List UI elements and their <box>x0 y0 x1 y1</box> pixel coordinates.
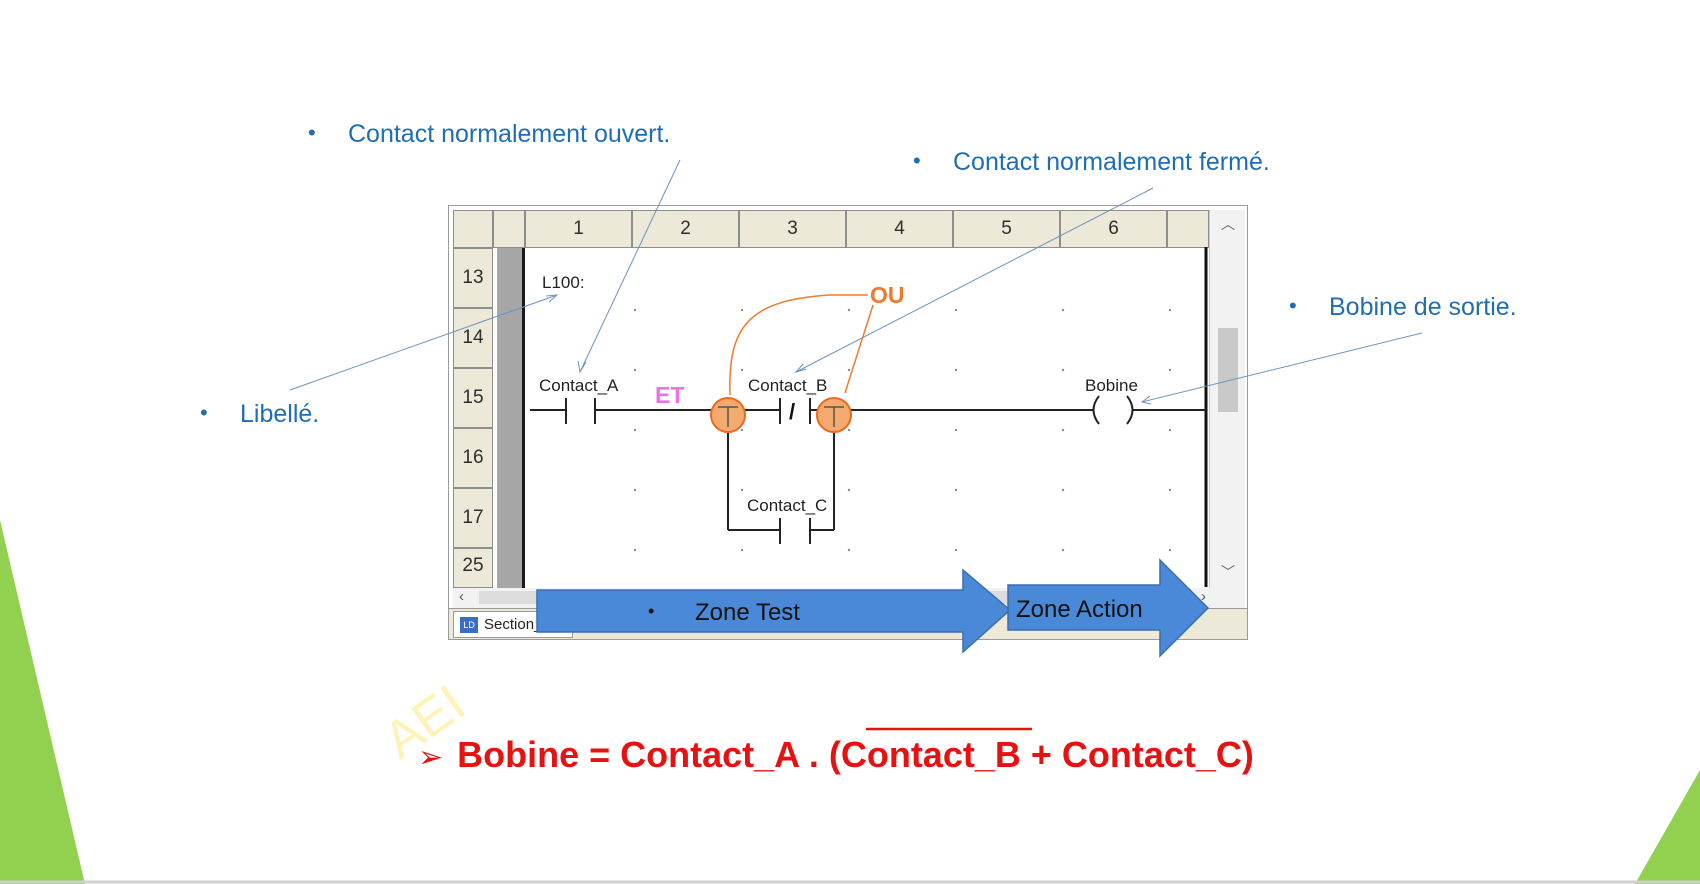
grid-dot <box>1061 308 1065 312</box>
grid-dot <box>740 428 744 432</box>
zone-action-arrow <box>1007 558 1210 658</box>
annotation-contact-nf: • Contact normalement fermé. <box>913 148 1270 177</box>
grid-dot <box>847 428 851 432</box>
scroll-thumb[interactable] <box>1218 328 1238 412</box>
corner-cell <box>453 210 493 248</box>
annotation-contact-no: • Contact normalement ouvert. <box>308 120 671 149</box>
grid-dot <box>847 308 851 312</box>
rung-label: L100: <box>542 273 585 292</box>
zone-test-bullet: • <box>648 601 654 621</box>
zone-test-arrow <box>536 568 1012 654</box>
annotation-pointers <box>289 159 1423 405</box>
formula-arrow-icon: ➢ <box>418 741 444 774</box>
grid-dot <box>740 308 744 312</box>
left-power-rail <box>497 248 525 588</box>
row-header-13: 13 <box>453 248 493 308</box>
annotation-libelle-text: Libellé. <box>240 400 320 428</box>
grid-dot <box>1168 428 1172 432</box>
grid-dot <box>1168 548 1172 552</box>
grid-dot <box>1061 548 1065 552</box>
grid-dot <box>847 368 851 372</box>
scroll-up-arrow[interactable]: ︿ <box>1221 216 1235 232</box>
contact-b-symbol <box>779 398 811 424</box>
grid-dots <box>633 308 1172 552</box>
tab-section-label: Section_ <box>484 616 543 633</box>
contact-a-label: Contact_A <box>539 376 619 395</box>
or-connector-curve-left <box>729 294 868 396</box>
zone-test-label: Zone Test <box>695 599 800 626</box>
column-header-6: 6 <box>1060 210 1167 248</box>
bullet-dot: • <box>913 148 921 173</box>
zone-action-label: Zone Action <box>1016 596 1143 623</box>
and-label: ET <box>655 382 684 408</box>
coil-label: Bobine <box>1085 376 1138 395</box>
row-header-15: 15 <box>453 368 493 428</box>
coil-symbol <box>1092 395 1134 425</box>
contact-a-symbol <box>565 398 596 424</box>
annotation-libelle: • Libellé. <box>200 400 320 429</box>
grid-dot <box>1168 308 1172 312</box>
grid-dot <box>1168 488 1172 492</box>
row-header-16: 16 <box>453 428 493 488</box>
grid-dot <box>954 428 958 432</box>
bullet-dot: • <box>200 400 208 425</box>
or-node-left-tee <box>718 406 738 427</box>
formula-lhs: Bobine = Contact_A . ( <box>457 734 841 775</box>
scroll-right-arrow[interactable]: › <box>1201 588 1206 605</box>
ld-icon: LD <box>460 617 478 633</box>
grid-dot <box>633 368 637 372</box>
grid-dot <box>954 308 958 312</box>
grid-dot <box>740 488 744 492</box>
grid-dot <box>847 548 851 552</box>
contact-b-label: Contact_B <box>748 376 827 395</box>
column-header-7 <box>1167 210 1209 248</box>
grid-dot <box>1061 488 1065 492</box>
annotation-contact-no-text: Contact normalement ouvert. <box>348 120 671 148</box>
or-connector-curve-right <box>844 304 874 394</box>
annotation-bobine: • Bobine de sortie. <box>1289 293 1517 322</box>
annotation-contact-nf-text: Contact normalement fermé. <box>953 148 1270 176</box>
bullet-dot: • <box>1289 293 1297 318</box>
column-header-5: 5 <box>953 210 1060 248</box>
grid-dot <box>740 548 744 552</box>
or-label: OU <box>870 282 905 308</box>
grid-dot <box>847 488 851 492</box>
vertical-scrollbar[interactable]: ︿ ﹀ <box>1209 210 1245 588</box>
or-node-right-tee <box>824 406 844 427</box>
grid-dot <box>1061 368 1065 372</box>
scroll-down-arrow[interactable]: ﹀ <box>1221 564 1235 580</box>
grid-dot <box>633 548 637 552</box>
bullet-dot: • <box>308 120 316 145</box>
row-header-14: 14 <box>453 308 493 368</box>
contact-c-symbol <box>779 518 811 544</box>
column-header-1: 1 <box>525 210 632 248</box>
column-header-3: 3 <box>739 210 846 248</box>
grid-dot <box>954 368 958 372</box>
grid-dot <box>633 428 637 432</box>
grid-dot <box>1061 428 1065 432</box>
row-header-17: 17 <box>453 488 493 548</box>
grid-dot <box>633 308 637 312</box>
column-header-2: 2 <box>632 210 739 248</box>
annotation-bobine-text: Bobine de sortie. <box>1329 293 1517 321</box>
formula: ➢ Bobine = Contact_A . (Contact_B + Conta… <box>418 734 1254 776</box>
formula-negated-term: Contact_B <box>840 734 1021 775</box>
scroll-left-arrow[interactable]: ‹ <box>459 588 464 605</box>
row-header-25: 25 <box>453 548 493 588</box>
grid-dot <box>954 548 958 552</box>
contact-c-label: Contact_C <box>747 496 827 515</box>
grid-dot <box>1168 368 1172 372</box>
column-header-4: 4 <box>846 210 953 248</box>
grid-dot <box>633 488 637 492</box>
formula-rhs: + Contact_C) <box>1020 734 1254 775</box>
contact-b-nc-slash: / <box>789 399 795 424</box>
grid-dot <box>954 488 958 492</box>
grid-dot <box>740 368 744 372</box>
corner-cell-2 <box>493 210 525 248</box>
